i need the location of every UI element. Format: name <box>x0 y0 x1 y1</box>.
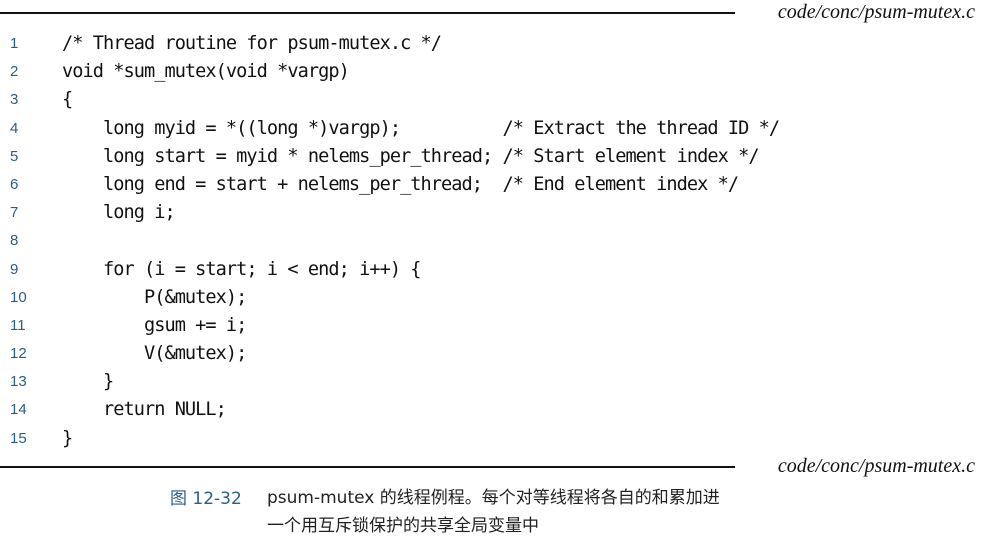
line-number: 14 <box>10 401 27 419</box>
line-code: { <box>62 89 73 111</box>
line-number: 1 <box>10 35 19 52</box>
code-line: 11 gsum += i; <box>0 312 981 340</box>
line-code: P(&mutex); <box>62 286 247 308</box>
code-line: 1 /* Thread routine for psum-mutex.c */ <box>0 30 981 58</box>
caption-text: psum-mutex 的线程例程。每个对等线程将各自的和累加进 一个用互斥锁保护… <box>267 484 867 540</box>
code-line: 7 long i; <box>0 199 981 227</box>
line-number: 12 <box>10 345 27 363</box>
line-code: long myid = *((long *)vargp); /* Extract… <box>62 117 780 139</box>
code-line: 15} <box>0 425 981 453</box>
line-code: } <box>62 371 114 393</box>
line-number: 11 <box>10 316 26 334</box>
line-number: 5 <box>10 147 19 165</box>
line-number: 7 <box>10 204 19 222</box>
caption-line-2: 一个用互斥锁保护的共享全局变量中 <box>267 516 539 536</box>
line-number: 6 <box>10 175 19 193</box>
line-number: 15 <box>10 429 27 447</box>
line-code: V(&mutex); <box>62 343 247 365</box>
code-line: 14 return NULL; <box>0 396 981 424</box>
line-number: 10 <box>10 288 27 306</box>
line-code: /* Thread routine for psum-mutex.c */ <box>62 33 442 54</box>
line-code: gsum += i; <box>62 314 247 336</box>
code-line: 5 long start = myid * nelems_per_thread;… <box>0 143 981 171</box>
listing-footer: code/conc/psum-mutex.c <box>0 452 981 480</box>
code-line: 12 V(&mutex); <box>0 340 981 368</box>
listing-filename-top: code/conc/psum-mutex.c <box>777 1 975 23</box>
line-number: 4 <box>10 119 19 137</box>
code-line: 6 long end = start + nelems_per_thread; … <box>0 171 981 199</box>
code-line: 3{ <box>0 86 981 114</box>
line-number: 3 <box>10 91 19 109</box>
line-code: long end = start + nelems_per_thread; /*… <box>62 173 739 195</box>
line-code: for (i = start; i < end; i++) { <box>62 258 422 280</box>
line-code: return NULL; <box>62 399 227 421</box>
code-line: 8 <box>0 227 981 255</box>
code-line: 10 P(&mutex); <box>0 284 981 312</box>
listing-header: code/conc/psum-mutex.c <box>0 0 981 28</box>
code-listing: 1 /* Thread routine for psum-mutex.c */ 2 v… <box>0 30 981 453</box>
line-code: void *sum_mutex(void *vargp) <box>62 61 350 83</box>
code-line: 9 for (i = start; i < end; i++) { <box>0 256 981 284</box>
line-number: 13 <box>10 373 27 391</box>
listing-filename-bottom: code/conc/psum-mutex.c <box>777 455 975 477</box>
header-rule <box>0 12 735 14</box>
line-number: 8 <box>10 232 19 250</box>
footer-rule <box>0 466 735 468</box>
line-number: 9 <box>10 260 19 278</box>
line-code: } <box>62 427 73 449</box>
line-code: long start = myid * nelems_per_thread; /… <box>62 145 760 167</box>
code-line: 2 void *sum_mutex(void *vargp) <box>0 58 981 86</box>
line-number: 2 <box>10 63 19 81</box>
code-line: 13 } <box>0 368 981 396</box>
line-code: long i; <box>62 202 176 224</box>
code-line: 4 long myid = *((long *)vargp); /* Extra… <box>0 115 981 143</box>
caption-line-1: psum-mutex 的线程例程。每个对等线程将各自的和累加进 <box>267 488 720 508</box>
figure-label: 图 12-32 <box>170 489 242 509</box>
